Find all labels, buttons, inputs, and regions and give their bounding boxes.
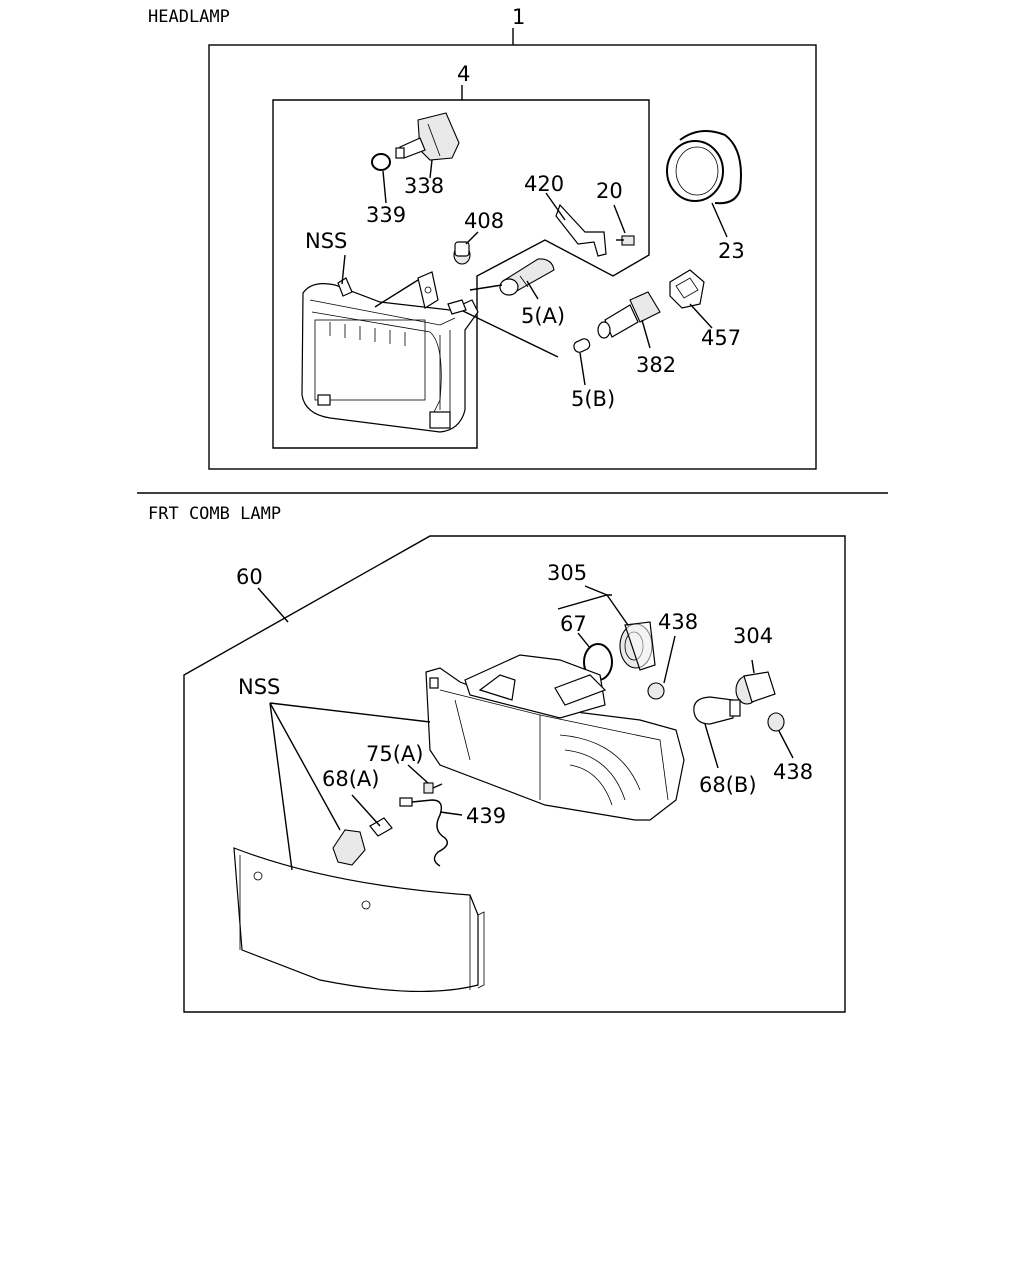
part-75a-screw xyxy=(407,764,443,794)
headlamp-label-4: 4 xyxy=(457,62,470,86)
headlamp-label-5b: 5(B) xyxy=(571,387,615,411)
comb-label-nss: NSS xyxy=(238,675,280,699)
comb-label-75a: 75(A) xyxy=(366,742,423,766)
comb-lamp-section: FRT COMB LAMP 60 305 67 438 xyxy=(148,504,846,1013)
comb-label-68b: 68(B) xyxy=(699,773,757,797)
part-338-bulb-socket xyxy=(395,112,460,179)
comb-label-304: 304 xyxy=(733,624,773,648)
comb-label-438-upper: 438 xyxy=(658,610,698,634)
part-439-wire-harness xyxy=(399,797,463,867)
headlamp-label-420: 420 xyxy=(524,172,564,196)
part-comb-lamp-socket xyxy=(332,794,393,866)
part-408-grommet xyxy=(453,231,479,265)
comb-label-305: 305 xyxy=(547,561,587,585)
part-457-connector xyxy=(669,269,713,329)
headlamp-label-339: 339 xyxy=(366,203,406,227)
comb-label-68a: 68(A) xyxy=(322,767,379,791)
headlamp-label-382: 382 xyxy=(636,353,676,377)
headlamp-label-20: 20 xyxy=(596,179,623,203)
headlamp-label-23: 23 xyxy=(718,239,745,263)
comb-label-439: 439 xyxy=(466,804,506,828)
part-382-socket xyxy=(597,291,661,349)
part-23-cap-ring xyxy=(666,130,742,238)
headlamp-label-1: 1 xyxy=(512,5,525,29)
headlamp-label-408: 408 xyxy=(464,209,504,233)
part-438-cap-upper xyxy=(647,635,676,700)
headlamp-section-title: HEADLAMP xyxy=(148,7,230,27)
part-304-socket xyxy=(735,659,776,705)
part-comb-lamp-housing xyxy=(425,654,685,821)
headlamp-unit-frame xyxy=(272,99,650,449)
comb-label-60: 60 xyxy=(236,565,263,589)
headlamp-label-338: 338 xyxy=(404,174,444,198)
part-5b-bulb xyxy=(447,299,591,386)
part-305-socket xyxy=(619,621,656,671)
comb-label-438-lower: 438 xyxy=(773,760,813,784)
headlamp-section: HEADLAMP 1 4 338 339 408 xyxy=(148,5,817,470)
part-5a-bulb xyxy=(469,258,555,300)
part-420-bracket xyxy=(545,192,607,257)
part-438-cap-lower xyxy=(767,712,794,759)
headlamp-label-nss: NSS xyxy=(305,229,347,253)
comb-lamp-assembly-frame xyxy=(183,535,846,1013)
part-headlamp-lens-body xyxy=(301,254,479,433)
comb-label-67: 67 xyxy=(560,612,587,636)
part-20-screw xyxy=(613,204,635,246)
comb-lamp-section-title: FRT COMB LAMP xyxy=(148,504,281,524)
part-68b-bulb xyxy=(693,696,741,769)
part-339-o-ring xyxy=(371,153,391,171)
headlamp-label-457: 457 xyxy=(701,326,741,350)
part-comb-lamp-lens xyxy=(233,702,485,992)
headlamp-label-5a: 5(A) xyxy=(521,304,565,328)
